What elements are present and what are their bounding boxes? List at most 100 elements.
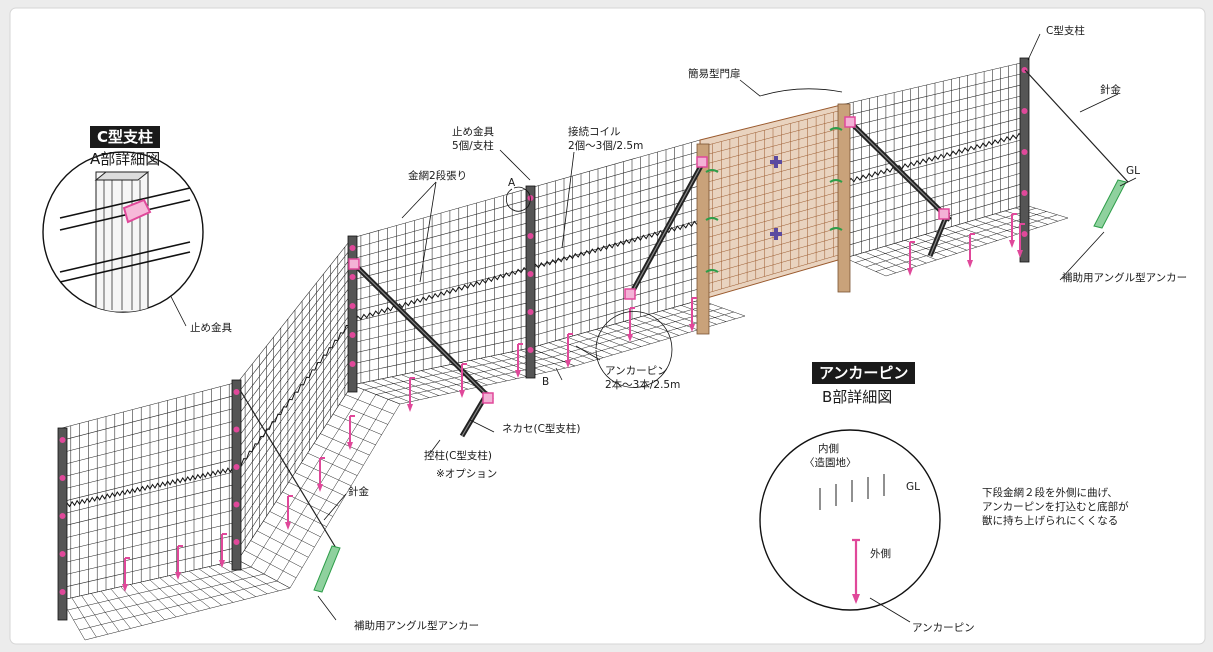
anchor-pin-tip-2 <box>175 572 181 580</box>
detail-b-pin-label: アンカーピン <box>912 622 975 634</box>
label-option: ※オプション <box>436 468 498 480</box>
c-post-1 <box>57 427 68 621</box>
anchor-pin-tip-16 <box>1009 240 1015 248</box>
anchor-pin-tip-12 <box>689 324 695 332</box>
detail-a-post-top <box>94 171 150 181</box>
anchor-pin-tip-1 <box>122 584 128 592</box>
label-nekase: ネカセ(C型支柱) <box>502 423 581 435</box>
anchor-pin-tip-8 <box>459 390 465 398</box>
braces <box>348 116 952 438</box>
post-clip-4-5 <box>527 347 534 353</box>
post-clip-1-2 <box>59 475 66 481</box>
leader-7 <box>561 151 575 249</box>
detail-b-inside-sub: 〈造園地〉 <box>804 457 857 469</box>
brace-fitting-4 <box>696 156 708 168</box>
label-anchor-pin-1: アンカーピン <box>605 365 668 377</box>
angle-anchor-left <box>313 545 341 593</box>
leader-3 <box>1119 177 1137 187</box>
guy-wire-right <box>1024 69 1129 183</box>
detail-b-pin-tip <box>852 594 860 604</box>
leader-16 <box>427 439 441 457</box>
detail-a-post-grooves <box>103 180 141 310</box>
post-clip-3-2 <box>349 274 356 280</box>
detail-a-badge: C型支柱 <box>90 126 161 148</box>
gate-latch-1 <box>770 156 782 168</box>
detail-b-note-1: 下段金網２段を外側に曲げ、 <box>982 487 1118 499</box>
detail-b-badge: アンカーピン <box>812 362 916 384</box>
detail-b-mesh-verticals <box>819 474 885 510</box>
detail-b-outline <box>759 429 941 611</box>
post-clip-3-5 <box>349 361 356 367</box>
post-clip-4-3 <box>527 271 534 277</box>
detail-b-contents <box>790 474 930 604</box>
anchor-pin-tip-3 <box>219 560 225 568</box>
anchor-pin-tip-9 <box>515 370 521 378</box>
anchor-pin-tip-6 <box>347 442 353 450</box>
detail-a-contents <box>59 171 191 312</box>
detail-b-circle <box>759 429 941 623</box>
post-clip-2-5 <box>233 539 240 545</box>
label-mesh-two-tier: 金網2段張り <box>408 170 468 182</box>
anchor-pin-tip-7 <box>407 404 413 412</box>
label-brace: 控柱(C型支柱) <box>424 450 493 462</box>
post-clip-2-3 <box>233 464 240 470</box>
post-clip-3-3 <box>349 303 356 309</box>
detail-b-note-3: 獣に持ち上げられにくくなる <box>982 515 1119 527</box>
brace-fitting-1 <box>348 258 360 270</box>
detail-b-note-2: アンカーピンを打込むと底部が <box>982 501 1129 513</box>
leader-15 <box>469 419 495 433</box>
detail-b-gl: GL <box>906 481 920 493</box>
post-clip-2-4 <box>233 501 240 508</box>
anchor-pin-tip-15 <box>1017 250 1023 258</box>
leader-1 <box>1027 33 1041 61</box>
label-wire-top: 針金 <box>1100 84 1121 96</box>
coil-3 <box>351 265 531 322</box>
label-clip-2: 5個/支柱 <box>452 140 494 152</box>
gate-latch-2 <box>770 228 782 240</box>
label-anchor-angle-bottom: 補助用アングル型アンカー <box>354 620 480 632</box>
leader-lines <box>135 33 1137 621</box>
label-clip-1: 止め金具 <box>452 126 494 138</box>
gate-hook-4 <box>829 127 843 131</box>
leader-9 <box>419 181 437 283</box>
post-clip-4-4 <box>527 309 534 315</box>
c-post-2 <box>231 379 242 571</box>
gate-hook-6 <box>829 227 843 231</box>
c-post-4 <box>525 185 536 379</box>
label-anchor-angle-right: 補助用アングル型アンカー <box>1062 272 1188 284</box>
post-clip-3-4 <box>349 332 356 338</box>
leader-17 <box>323 493 347 521</box>
brace-highlight-3 <box>847 119 951 221</box>
brace-fitting-3 <box>624 288 636 300</box>
post-clip-2-2 <box>233 426 240 433</box>
label-coil-1: 接続コイル <box>568 126 621 138</box>
gate-hook-2 <box>705 217 719 221</box>
label-gate: 簡易型門扉 <box>688 68 741 80</box>
guy-wire-left <box>239 389 337 549</box>
gate-hook-1 <box>705 169 719 173</box>
post-clip-1-3 <box>59 513 66 519</box>
leader-13 <box>595 311 673 388</box>
gate-hook-5 <box>829 179 843 183</box>
c-posts <box>57 57 1030 621</box>
anchor-pin-tip-13 <box>907 268 913 276</box>
post-clip-3-1 <box>349 245 356 251</box>
detail-a-clip <box>122 198 152 224</box>
leader-2 <box>1079 93 1119 113</box>
anchor-pin-tip-4 <box>285 522 291 530</box>
post-clip-5-2 <box>1021 108 1028 114</box>
gate-hook-3 <box>705 269 719 273</box>
leader-11 <box>555 367 563 381</box>
detail-a-clip-label: 止め金具 <box>190 322 232 334</box>
angle-anchors <box>239 69 1129 593</box>
post-clip-2-1 <box>233 389 240 395</box>
gate-post-right <box>837 103 851 293</box>
coil-2 <box>237 317 353 469</box>
post-clip-4-2 <box>527 233 534 239</box>
c-post-3 <box>347 235 358 393</box>
marker-a: A <box>508 177 516 189</box>
post-clip-1-1 <box>59 437 66 443</box>
anchor-pin-tip-14 <box>967 260 973 268</box>
